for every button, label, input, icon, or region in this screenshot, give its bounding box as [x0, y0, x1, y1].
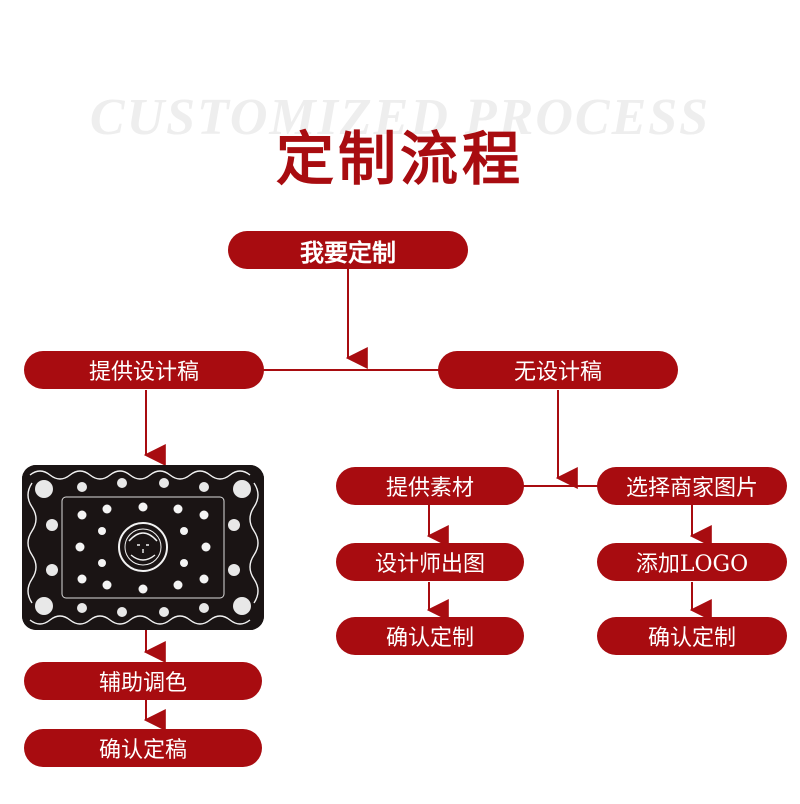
node-confirm-custom-right: 确认定制: [597, 617, 787, 655]
node-add-logo: 添加LOGO: [597, 543, 787, 581]
node-confirm-draft: 确认定稿: [24, 729, 262, 767]
node-confirm-custom-middle: 确认定制: [336, 617, 524, 655]
node-no-design: 无设计稿: [438, 351, 678, 389]
node-i-want-custom: 我要定制: [228, 231, 468, 269]
node-provide-material: 提供素材: [336, 467, 524, 505]
node-color-assist: 辅助调色: [24, 662, 262, 700]
node-choose-merchant-image: 选择商家图片: [597, 467, 787, 505]
node-provide-design: 提供设计稿: [24, 351, 264, 389]
node-designer-output: 设计师出图: [336, 543, 524, 581]
design-sample-image: [22, 465, 264, 630]
